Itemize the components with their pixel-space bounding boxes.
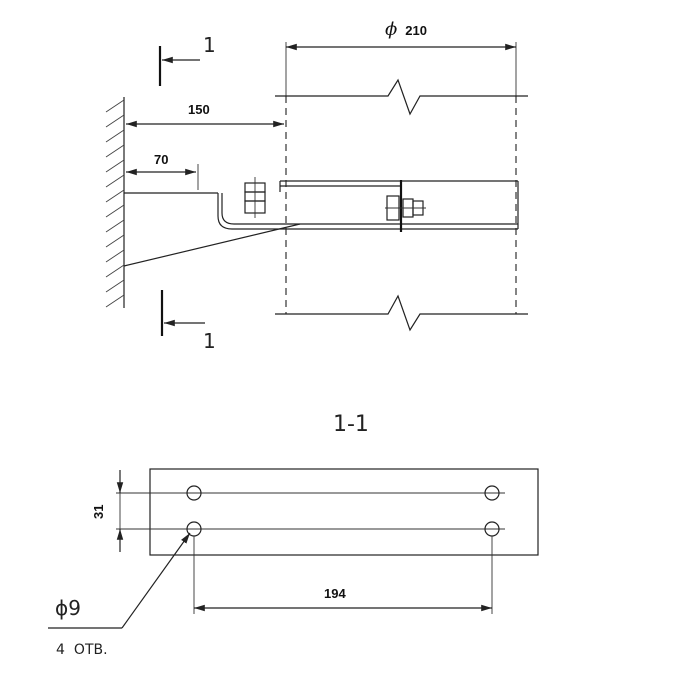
hole-diameter-label: ϕ9 xyxy=(55,596,81,620)
hole-top-left xyxy=(186,485,202,501)
dimension-150: 150 xyxy=(126,102,284,128)
hole-callout: ϕ9 4 ОТВ. xyxy=(48,532,191,658)
diameter-symbol: ϕ xyxy=(385,19,397,40)
plate-section xyxy=(116,468,539,556)
hole-count: 4 xyxy=(56,642,65,658)
section-marker-bottom: 1 xyxy=(203,329,216,353)
dimension-150-label: 150 xyxy=(188,102,210,117)
dimension-70-label: 70 xyxy=(154,152,168,167)
section-title: 1-1 xyxy=(333,412,369,437)
section-marker-top: 1 xyxy=(203,33,216,57)
hole-top-right xyxy=(484,485,500,501)
dimension-31-label: 31 xyxy=(91,505,106,519)
mounting-holes xyxy=(186,485,500,537)
section-cut-top: 1 xyxy=(158,33,216,86)
wall xyxy=(105,97,125,308)
pipe-outline xyxy=(275,78,528,332)
bolt-left xyxy=(244,177,266,218)
diameter-value: 210 xyxy=(405,23,427,38)
wall-hatching xyxy=(105,99,125,308)
svg-text:4 ОТВ.: 4 ОТВ. xyxy=(56,641,108,658)
dimension-31: 31 xyxy=(91,470,124,552)
svg-text:ϕ 210: ϕ 210 xyxy=(385,19,427,40)
dimension-diameter-210: ϕ 210 xyxy=(285,19,517,96)
dimension-70: 70 xyxy=(126,152,199,190)
dimension-194: 194 xyxy=(193,536,493,614)
dimension-194-label: 194 xyxy=(324,586,346,601)
bolt-right xyxy=(385,195,426,221)
bracket-arm xyxy=(123,192,301,267)
section-cut-bottom: 1 xyxy=(160,290,216,353)
hole-note: ОТВ. xyxy=(74,642,108,658)
clamp-plate xyxy=(279,180,519,232)
